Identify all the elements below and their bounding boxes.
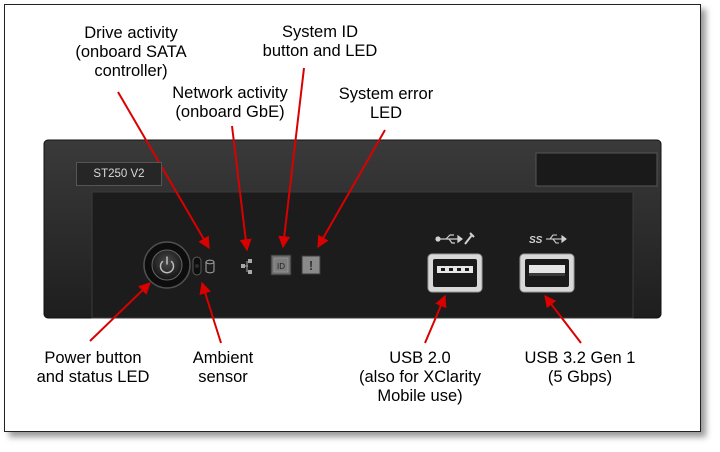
arrow-system-error [317,129,386,249]
arrow-power [89,282,151,342]
drive-activity-icon [205,259,215,274]
optical-bay [535,152,658,187]
callout-arrows [89,67,582,344]
arrow-ambient [199,281,222,344]
label-power: Power button and status LED [36,349,150,386]
label-system-error: System error LED [338,85,434,122]
usb-3-port[interactable] [519,253,575,293]
system-id-glyph: ID [277,262,285,271]
network-activity-icon [241,259,252,274]
usb-2-port[interactable] [427,253,483,293]
system-error-glyph: ! [309,258,313,273]
system-id-button[interactable]: ID [270,254,292,276]
usb-2-icon [435,232,475,245]
arrow-drive-activity [117,91,210,250]
svg-text:SS: SS [529,235,543,246]
model-label: ST250 V2 [76,162,162,186]
system-error-led: ! [301,255,321,275]
label-network-activity: Network activity (onboard GbE) [172,84,288,121]
power-button[interactable] [143,241,191,289]
arrow-system-id [278,67,305,249]
label-usb2: USB 2.0 (also for XClarity Mobile use) [359,349,481,405]
arrow-usb3 [544,295,582,344]
usb-ss-icon: SS [529,234,567,246]
arrow-usb2 [424,294,447,344]
ambient-sensor [192,256,202,276]
power-icon [159,256,175,274]
label-ambient: Ambient sensor [192,349,254,386]
arrow-network-activity [231,125,252,252]
label-system-id: System ID button and LED [262,23,378,60]
label-drive-activity: Drive activity (onboard SATA controller) [75,24,187,80]
label-usb3: USB 3.2 Gen 1 (5 Gbps) [524,349,636,386]
